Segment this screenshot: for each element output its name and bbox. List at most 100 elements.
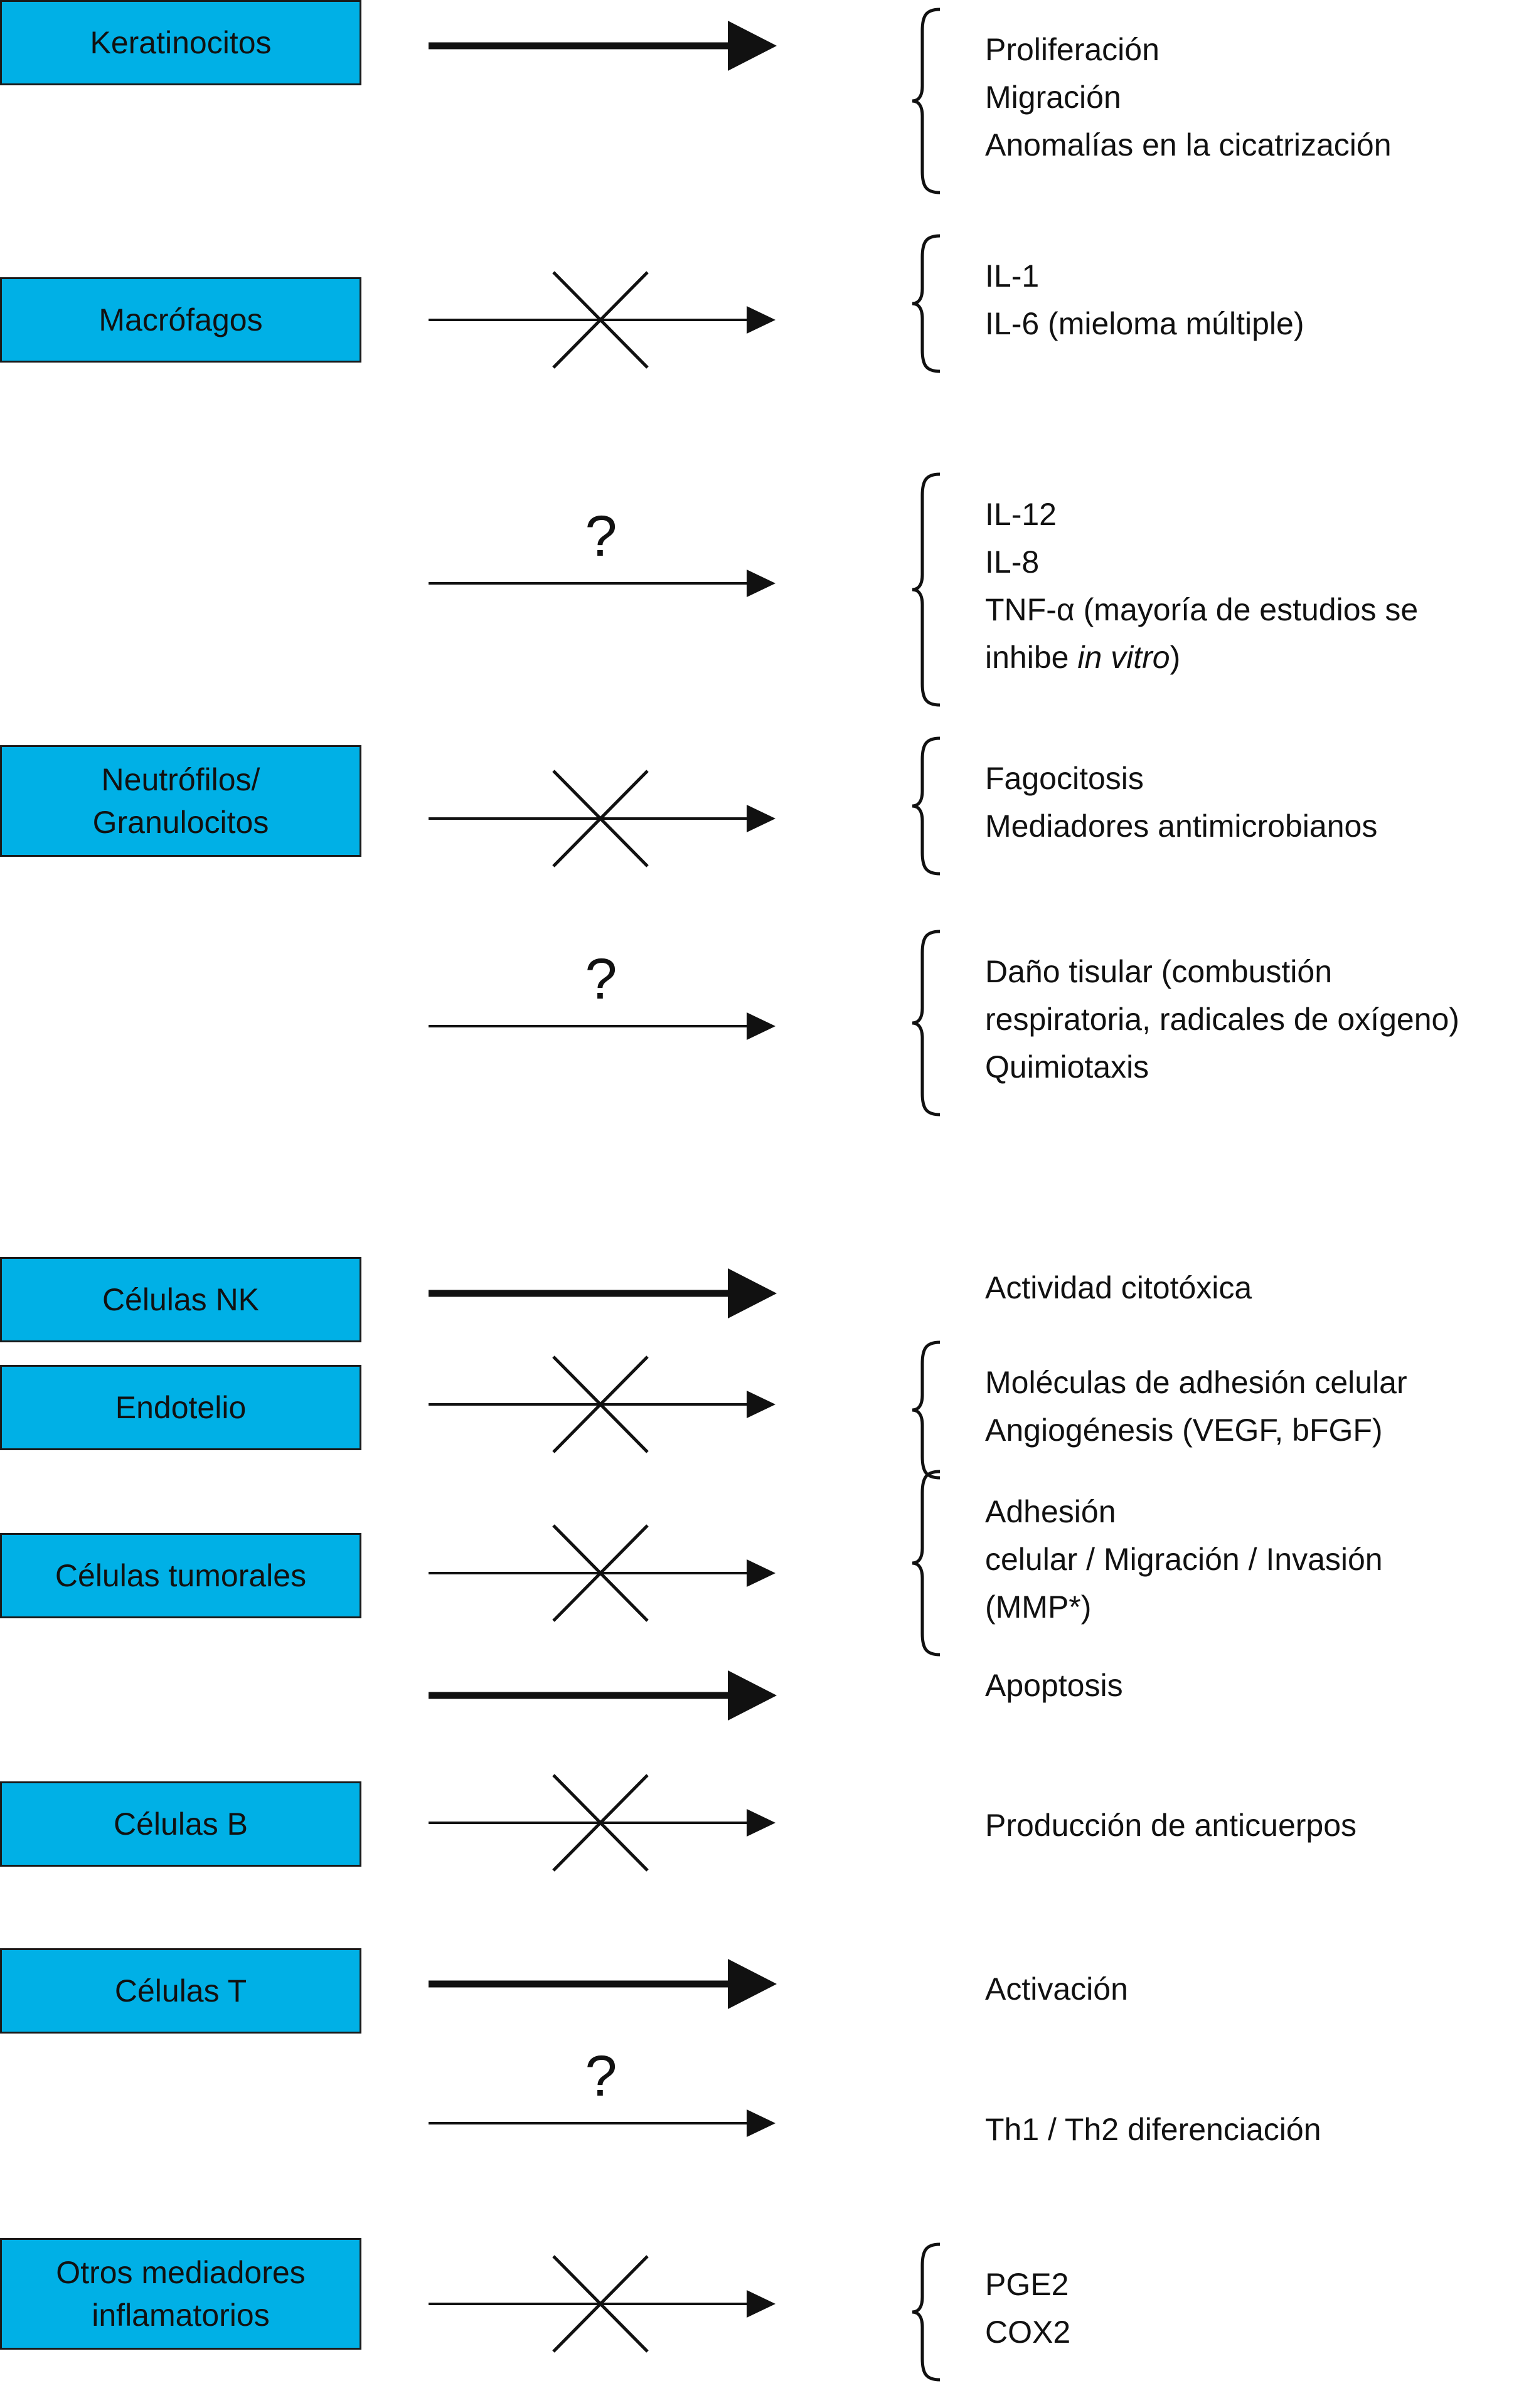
cell-box-tumorales: Células tumorales	[0, 1533, 361, 1618]
effect-item: COX2	[985, 2315, 1071, 2350]
effect-list-r6: Actividad citotóxica	[985, 1264, 1512, 1312]
cell-box-celulas-t: Células T	[0, 1948, 361, 2034]
cell-label-line: Endotelio	[115, 1390, 247, 1425]
cell-label-line: Células B	[114, 1806, 248, 1842]
inhibition-cross-b	[552, 1524, 649, 1622]
effect-list-r11: Activación	[985, 1965, 1512, 2013]
curly-bracket	[912, 2242, 941, 2382]
relation-r10	[429, 1774, 776, 1872]
effect-item: Actividad citotóxica	[985, 1270, 1252, 1305]
thin-arrow-head	[747, 2109, 776, 2137]
effect-item: IL-6 (mieloma múltiple)	[985, 306, 1304, 341]
cell-box-keratinocitos: Keratinocitos	[0, 0, 361, 85]
effect-item: Activación	[985, 1971, 1128, 2007]
effect-item: Adhesión	[985, 1494, 1116, 1529]
thin-arrow-head	[747, 2290, 776, 2318]
effect-item: TNF-α (mayoría de estudios se	[985, 592, 1419, 627]
unknown-effect-mark: ?	[585, 504, 617, 568]
cell-label-line: Keratinocitos	[90, 25, 272, 60]
cell-label: Células B	[114, 1803, 248, 1845]
cell-label: Macrófagos	[99, 299, 262, 341]
cell-label-line: Otros mediadores	[56, 2255, 306, 2290]
thin-arrow-head	[747, 306, 776, 334]
cell-label: Otros mediadores inflamatorios	[56, 2251, 305, 2336]
cell-label-line: inflamatorios	[92, 2298, 270, 2333]
effect-list-r5: Daño tisular (combustión respiratoria, ra…	[985, 948, 1512, 1091]
unknown-effect-mark: ?	[585, 2044, 617, 2108]
relation-r4	[429, 736, 941, 876]
effect-item: Anomalías en la cicatrización	[985, 127, 1392, 162]
curly-bracket	[912, 472, 941, 707]
cell-label-line: Granulocitos	[92, 805, 269, 840]
relation-r13	[429, 2242, 941, 2382]
cell-label-line: Células NK	[102, 1282, 260, 1317]
italic-term: in vitro	[1077, 640, 1170, 675]
cell-label: Keratinocitos	[90, 21, 271, 64]
relation-r7	[429, 1340, 941, 1480]
thin-arrow-head	[747, 805, 776, 832]
cell-box-nk: Células NK	[0, 1257, 361, 1342]
curly-bracket	[912, 736, 941, 876]
effect-item: (MMP*)	[985, 1589, 1092, 1625]
effect-item: Proliferación	[985, 32, 1159, 67]
inhibition-cross-b	[552, 271, 649, 369]
relation-r9	[429, 1670, 777, 1721]
effect-item: Moléculas de adhesión celular	[985, 1365, 1407, 1400]
thin-arrow-head	[747, 1391, 776, 1418]
relation-r6	[429, 1268, 777, 1318]
cell-label: Neutrófilos/Granulocitos	[93, 758, 269, 844]
cell-label: Células T	[115, 1970, 247, 2012]
cell-label-line: Neutrófilos/	[101, 762, 260, 797]
cell-box-neutrofilos: Neutrófilos/Granulocitos	[0, 745, 361, 857]
cell-box-endotelio: Endotelio	[0, 1365, 361, 1450]
effect-item: IL-8	[985, 544, 1040, 580]
curly-bracket	[912, 234, 941, 373]
inhibition-cross-b	[552, 1774, 649, 1872]
thin-arrow-head	[747, 1559, 776, 1587]
effect-item: PGE2	[985, 2267, 1069, 2302]
effect-item: Angiogénesis (VEGF, bFGF)	[985, 1413, 1383, 1448]
unknown-effect-mark: ?	[585, 947, 617, 1011]
cell-label-line: Células tumorales	[55, 1558, 307, 1593]
effect-item: inhibe in vitro)	[985, 640, 1181, 675]
cell-label-line: Células T	[114, 1973, 247, 2008]
inhibition-cross-b	[552, 770, 649, 867]
effect-item: Mediadores antimicrobianos	[985, 809, 1378, 844]
curly-bracket	[912, 8, 941, 194]
effect-item: respiratoria, radicales de oxígeno)	[985, 1002, 1459, 1037]
cell-box-otros: Otros mediadores inflamatorios	[0, 2238, 361, 2350]
effect-item: IL-12	[985, 497, 1057, 532]
relation-r11	[429, 1959, 777, 2009]
thin-arrow-head	[747, 1012, 776, 1040]
effect-item: Daño tisular (combustión	[985, 954, 1333, 989]
effect-list-r10: Producción de anticuerpos	[985, 1801, 1512, 1849]
cell-label-line: Macrófagos	[99, 302, 263, 337]
effect-item: Producción de anticuerpos	[985, 1808, 1357, 1843]
cell-box-macrofagos: Macrófagos	[0, 277, 361, 363]
effect-item: Quimiotaxis	[985, 1049, 1149, 1085]
effect-item: celular / Migración / Invasión	[985, 1542, 1383, 1577]
cell-label: Células tumorales	[55, 1554, 306, 1597]
cell-label: Células NK	[102, 1278, 259, 1321]
inhibition-cross-b	[552, 1355, 649, 1453]
thick-arrow-head	[728, 1268, 777, 1318]
relation-r8	[429, 1470, 941, 1657]
relation-r5: ?	[429, 930, 941, 1116]
curly-bracket	[912, 1470, 941, 1657]
thick-arrow-head	[728, 21, 777, 71]
thin-arrow-head	[747, 1809, 776, 1837]
effect-list-r8: Adhesión celular / Migración / Invasión (M…	[985, 1488, 1512, 1631]
effect-item: Apoptosis	[985, 1668, 1123, 1703]
thin-arrow-head	[747, 570, 776, 597]
effect-item: IL-1	[985, 258, 1040, 294]
effect-item: Th1 / Th2 diferenciación	[985, 2112, 1321, 2147]
effect-list-r12: Th1 / Th2 diferenciación	[985, 2106, 1512, 2153]
inhibition-cross-b	[552, 2255, 649, 2353]
